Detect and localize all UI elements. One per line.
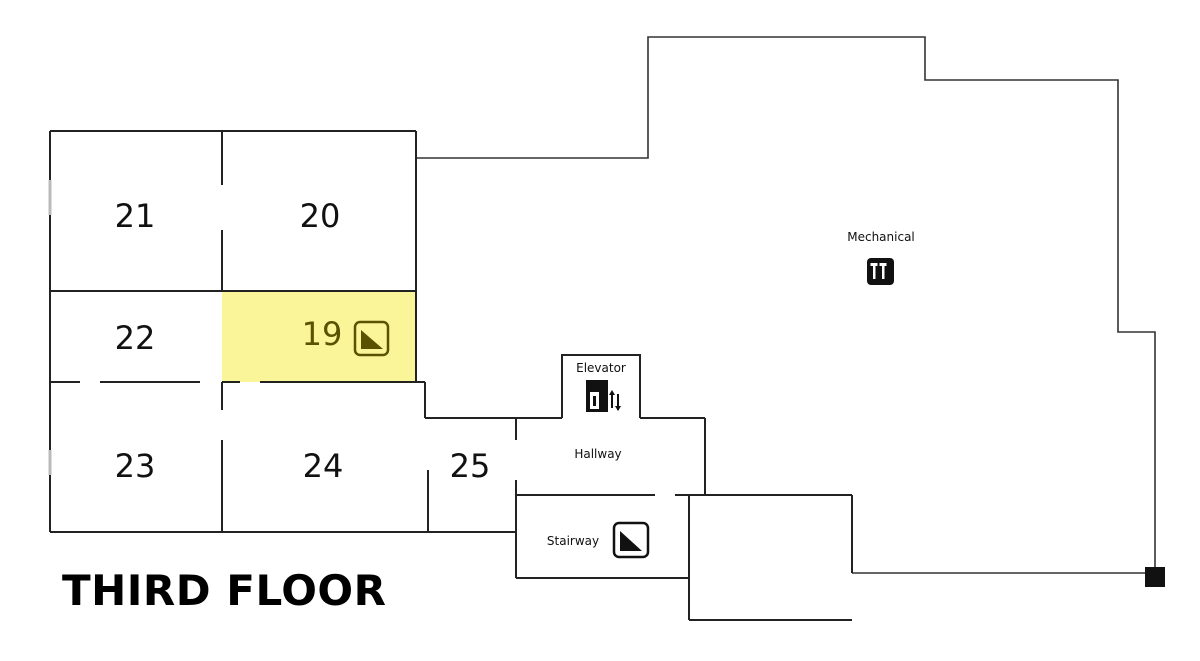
room-25-label[interactable]: 25 — [450, 447, 491, 485]
stairway-label: Stairway — [547, 534, 599, 548]
room-19-label[interactable]: 19 — [302, 315, 343, 353]
room-21-label[interactable]: 21 — [115, 197, 156, 235]
room-24-label[interactable]: 24 — [303, 447, 344, 485]
hallway-label: Hallway — [574, 447, 621, 461]
corner-marker — [1145, 567, 1165, 587]
stairway-icon — [612, 521, 650, 559]
elevator-icon — [586, 380, 621, 412]
room-23-label[interactable]: 23 — [115, 447, 156, 485]
building-outline — [416, 36, 1156, 573]
room-20-label[interactable]: 20 — [300, 197, 341, 235]
elevator-shaft — [561, 354, 641, 418]
floor-title: THIRD FLOOR — [62, 566, 387, 615]
mechanical-tools-icon — [867, 258, 894, 285]
room-19-highlight — [222, 291, 416, 382]
mechanical-label: Mechanical — [847, 230, 915, 244]
elevator-label: Elevator — [576, 361, 626, 375]
accessible-ramp-icon — [353, 320, 390, 357]
room-22-label[interactable]: 22 — [115, 319, 156, 357]
